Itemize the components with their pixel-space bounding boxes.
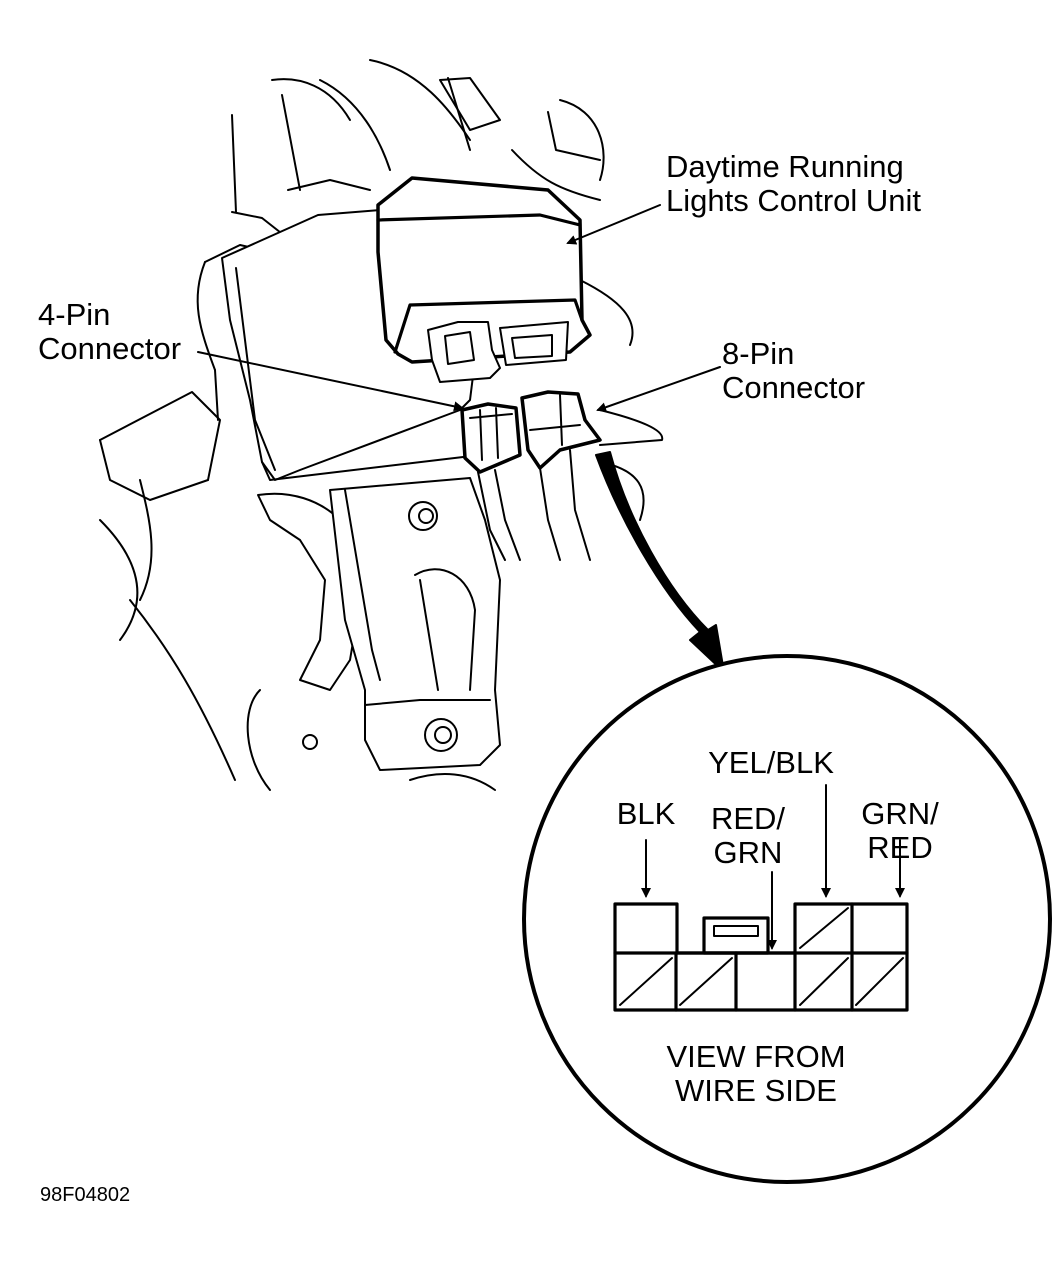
leader-arrows: [197, 204, 721, 413]
wire-label-red-grn-line2: GRN: [713, 835, 783, 870]
four-pin-label-line1: 4-Pin: [38, 297, 111, 332]
drl-control-unit: [376, 176, 592, 383]
wire-label-blk-line1: BLK: [616, 796, 676, 831]
wire-label-red-grn-line1: RED/: [710, 801, 786, 836]
detail-view-caption-line2: WIRE SIDE: [675, 1073, 837, 1108]
control-unit-label-line2: Lights Control Unit: [666, 183, 922, 218]
four-pin-leader-arrow: [197, 351, 464, 412]
wire-label-grn-red-line2: RED: [867, 830, 933, 865]
control-unit-label-line1: Daytime Running: [666, 149, 904, 184]
wire-label-yel-blk-line1: YEL/BLK: [708, 745, 834, 780]
detail-view-caption: VIEW FROM WIRE SIDE: [646, 1040, 866, 1108]
eight-pin-label: 8-Pin Connector: [722, 337, 865, 405]
eight-pin-label-line1: 8-Pin: [722, 336, 795, 371]
wire-label-yel-blk: YEL/BLK: [696, 746, 846, 780]
detail-view-circle: [522, 654, 1052, 1184]
detail-view-caption-line1: VIEW FROM: [666, 1039, 846, 1074]
four-pin-connector: [460, 402, 522, 561]
four-pin-label: 4-Pin Connector: [38, 298, 181, 366]
control-unit-label: Daytime Running Lights Control Unit: [666, 150, 921, 218]
vehicle-structure: [99, 59, 664, 781]
figure-id: 98F04802: [40, 1184, 131, 1206]
wire-label-blk: BLK: [610, 797, 682, 831]
four-pin-label-line2: Connector: [38, 331, 182, 366]
wire-label-grn-red: GRN/ RED: [852, 797, 948, 865]
detail-view: [522, 654, 1052, 1184]
wire-label-grn-red-line1: GRN/: [861, 796, 939, 831]
detail-callout-arrow: [595, 451, 725, 673]
wire-label-red-grn: RED/ GRN: [700, 802, 796, 870]
connector-face: [613, 902, 909, 1012]
eight-pin-leader-arrow: [596, 366, 721, 413]
eight-pin-label-line2: Connector: [722, 370, 866, 405]
eight-pin-connector: [520, 390, 602, 561]
control-unit-leader-arrow: [566, 204, 661, 245]
wire-arrows: [641, 784, 905, 950]
